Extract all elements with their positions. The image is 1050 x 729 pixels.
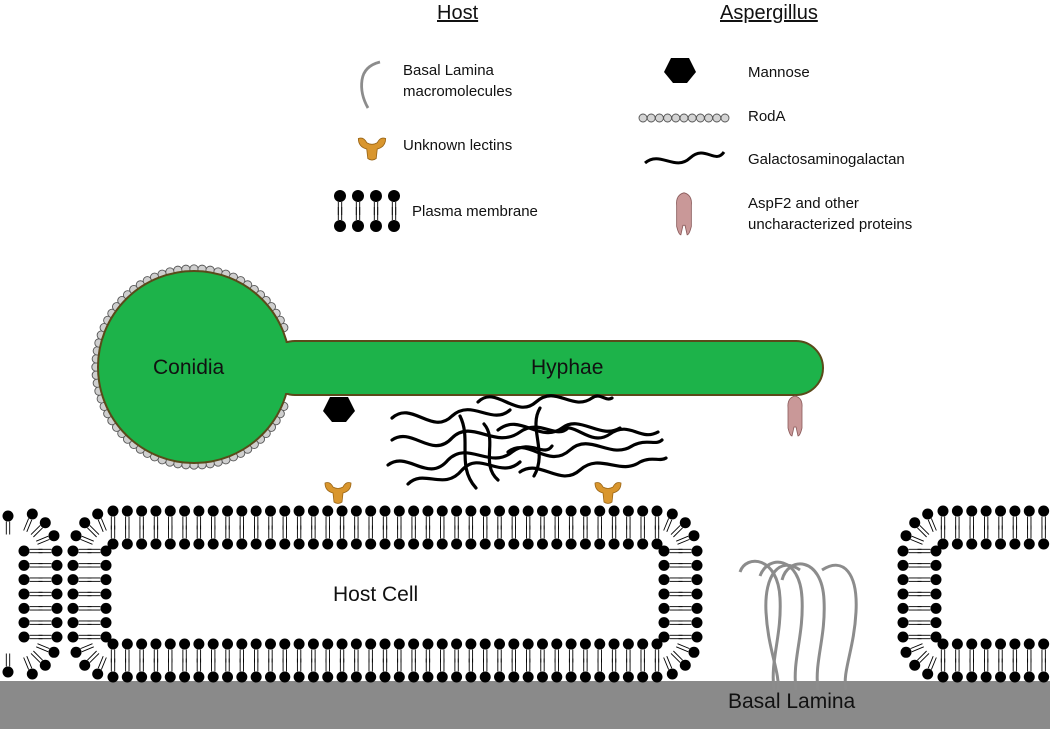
aspf2-legend-line2: uncharacterized proteins (748, 216, 913, 233)
galactosaminogalactan-strands (386, 394, 668, 490)
galactosaminogalactan-legend-label: Galactosaminogalactan (748, 151, 905, 168)
host-cell-label: Host Cell (333, 583, 419, 606)
hyphae-label: Hyphae (531, 356, 604, 379)
basal-lamina-legend-line1: Basal Lamina (403, 62, 494, 79)
basal-lamina-macromolecules (738, 559, 858, 691)
fungus (91, 264, 824, 470)
roda-legend-icon (638, 113, 730, 123)
aspf2-legend-line1: AspF2 and other (748, 195, 859, 212)
host-cell-membranes (2, 505, 1050, 683)
hyphae-junction (270, 343, 304, 393)
aspergillus-legend-header: Aspergillus (720, 2, 818, 24)
mannose-glyph (323, 397, 355, 422)
mannose-legend-label: Mannose (748, 64, 810, 81)
basal-lamina-legend-label: Basal Lamina macromolecules (403, 60, 512, 102)
conidia-label: Conidia (153, 356, 225, 379)
lectin-glyph-right (594, 482, 622, 504)
aspf2-legend-label: AspF2 and other uncharacterized proteins (748, 193, 912, 235)
basal-lamina-strip (0, 681, 1050, 729)
lectin-legend-icon (357, 137, 387, 161)
basal-lamina-legend-line2: macromolecules (403, 83, 513, 100)
plasma-membrane-legend-label: Plasma membrane (412, 203, 538, 220)
galactosaminogalactan-legend-icon (644, 150, 726, 165)
roda-legend-label: RodA (748, 108, 786, 125)
aspf2-legend-icon (676, 192, 692, 236)
lectin-glyph-left (324, 482, 352, 504)
mannose-legend-icon (664, 58, 696, 83)
lectins-legend-label: Unknown lectins (403, 137, 513, 154)
basal-lamina-label: Basal Lamina (728, 690, 856, 713)
host-legend-header: Host (437, 2, 479, 24)
basal-lamina-legend-icon (360, 60, 381, 109)
aspf2-glyph (787, 395, 803, 437)
plasma-membrane-legend-icon (334, 190, 400, 232)
